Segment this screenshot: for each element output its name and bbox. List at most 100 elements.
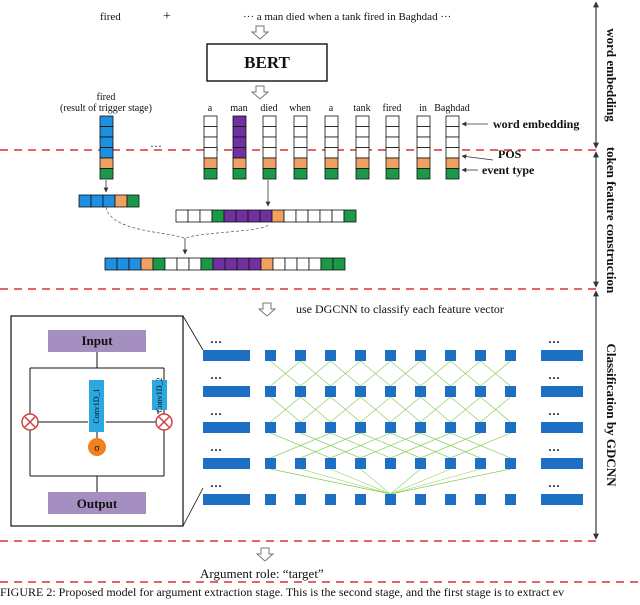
merged-row-cell [104,257,118,271]
dgcnn-note: use DGCNN to classify each feature vecto… [296,302,504,316]
sigma-label: σ [94,443,100,454]
trigger-cell [99,115,114,127]
dgcnn-connection [390,468,451,495]
dgcnn-bar-left [203,458,250,469]
token-label: tank [353,103,370,114]
merged-feature-row [104,257,346,271]
label-word-embedding: word embedding [493,117,579,131]
token-cell [203,136,218,148]
output-label: Output [77,496,118,511]
hollow-arrow-bert [250,85,270,100]
dgcnn-connection [450,396,481,423]
dgcnn-connection [390,468,481,495]
sentence-row-cell [211,209,225,223]
sentence-row-cell [295,209,309,223]
sentence-row-cell [343,209,357,223]
merge-curve-right [185,224,269,239]
token-cell [445,115,460,127]
merged-row-cell [140,257,154,271]
middle-ellipsis: ··· [150,139,162,153]
token-cell-pos [355,157,370,169]
token-cell [293,136,308,148]
token-cell [293,147,308,159]
dgcnn-connection [360,468,391,495]
sentence-row-cell [319,209,333,223]
bert-label: BERT [244,53,290,72]
dgcnn-connection [330,468,391,495]
dgcnn-connection [300,468,391,495]
merged-row-cell [332,257,346,271]
token-cell-pos [445,157,460,169]
token-cell [324,136,339,148]
dgcnn-connection [360,396,391,423]
merged-row-cell [176,257,190,271]
token-label: in [419,103,427,114]
merged-row-cell [296,257,310,271]
dgcnn-unit [325,350,336,361]
dgcnn-unit [295,494,306,505]
trigger-cell [99,136,114,148]
dgcnn-unit [475,350,486,361]
dgcnn-connection [420,360,451,387]
dgcnn-bar-right [541,350,583,361]
dgcnn-bar-right [541,386,583,397]
sentence-row-cell [187,209,201,223]
dgcnn-unit [355,458,366,469]
merged-row-cell [224,257,238,271]
dgcnn-unit [445,350,456,361]
dgcnn-unit [325,458,336,469]
dgcnn-connection [450,360,481,387]
token-cell [416,126,431,138]
dgcnn-unit [385,386,396,397]
token-cell [416,136,431,148]
dgcnn-ellipsis-left: ··· [210,335,222,349]
dgcnn-unit [385,458,396,469]
token-cell-event [416,168,431,180]
dgcnn-unit [325,422,336,433]
token-cell-pos [203,157,218,169]
merged-row-cell [164,257,178,271]
token-cell-event [232,168,247,180]
token-cell [355,136,370,148]
inset-connector-top [182,315,204,351]
multiply-node-left [21,413,39,431]
trigger-cell [99,157,114,169]
dgcnn-connection [360,360,391,387]
argument-role: Argument role: “target” [200,566,324,581]
hollow-arrow-top [250,25,270,40]
dgcnn-unit [385,494,396,505]
sentence-row-cell [259,209,273,223]
token-cell [385,126,400,138]
token-label: died [260,103,277,114]
merged-row-cell [272,257,286,271]
dgcnn-unit [355,494,366,505]
dgcnn-unit [355,386,366,397]
merged-row-cell [248,257,262,271]
dgcnn-ellipsis-right: ··· [548,407,560,421]
token-cell [293,126,308,138]
merged-row-cell [308,257,322,271]
dgcnn-connection [390,468,421,495]
trigger-row-cell [78,194,92,208]
merged-row-cell [188,257,202,271]
dgcnn-unit [385,350,396,361]
trigger-row-cell [126,194,140,208]
dgcnn-unit [415,458,426,469]
token-cell [293,115,308,127]
token-cell [416,147,431,159]
hollow-arrow-dgcnn [257,302,277,317]
token-cell-event [445,168,460,180]
multiply-node-right [155,413,173,431]
dgcnn-unit [445,458,456,469]
dgcnn-bar-right [541,458,583,469]
dgcnn-bar-left [203,386,250,397]
output-box [48,492,146,514]
token-cell [324,126,339,138]
trigger-note: (result of trigger stage) [60,103,152,114]
dgcnn-unit [505,494,516,505]
token-cell [262,136,277,148]
token-cell-pos [232,157,247,169]
dgcnn-unit [265,422,276,433]
dgcnn-connection [300,396,331,423]
dgcnn-bar-left [203,422,250,433]
